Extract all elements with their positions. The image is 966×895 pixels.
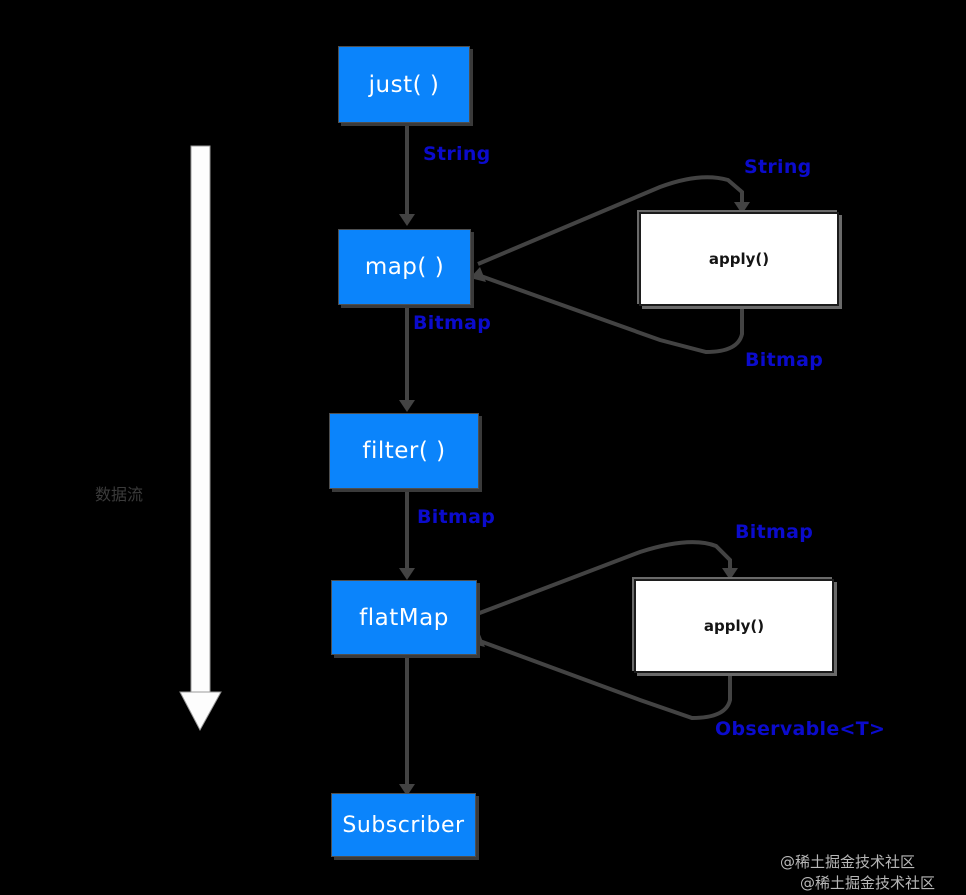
data-flow-label: 数据流 [95,485,144,504]
connector-just-to-map [399,122,415,226]
type-label-map-apply-bitmap: Bitmap [745,349,824,371]
connector-apply-to-map [470,267,744,355]
operator-box-filter[interactable]: filter( ) [329,413,479,489]
apply-box-map[interactable]: apply() [639,212,839,306]
data-flow-arrow [179,145,222,732]
connector-flatmap-to-subscriber [399,655,415,796]
operator-box-map[interactable]: map( ) [338,229,471,305]
connector-flatmap-to-apply [476,540,738,616]
connector-map-to-apply [477,175,750,266]
watermark-line-1: @稀土掘金技术社区 [780,853,916,871]
type-label-just-to-map: String [423,143,491,165]
type-label-map-in: String [744,156,812,178]
type-label-filter-to-flatmap: Bitmap [417,506,496,528]
operator-box-flatmap[interactable]: flatMap [331,580,477,655]
type-label-flatmap-out: Observable<T> [715,718,886,740]
connector-map-to-filter [399,305,415,412]
watermark-line-2: @稀土掘金技术社区 [800,874,936,892]
type-label-flatmap-in: Bitmap [735,521,814,543]
apply-box-flatmap[interactable]: apply() [634,579,834,673]
type-label-map-out: Bitmap [413,312,492,334]
connector-filter-to-flatmap [399,489,415,580]
operator-box-just[interactable]: just( ) [338,46,470,123]
operator-box-subscriber[interactable]: Subscriber [331,793,476,857]
